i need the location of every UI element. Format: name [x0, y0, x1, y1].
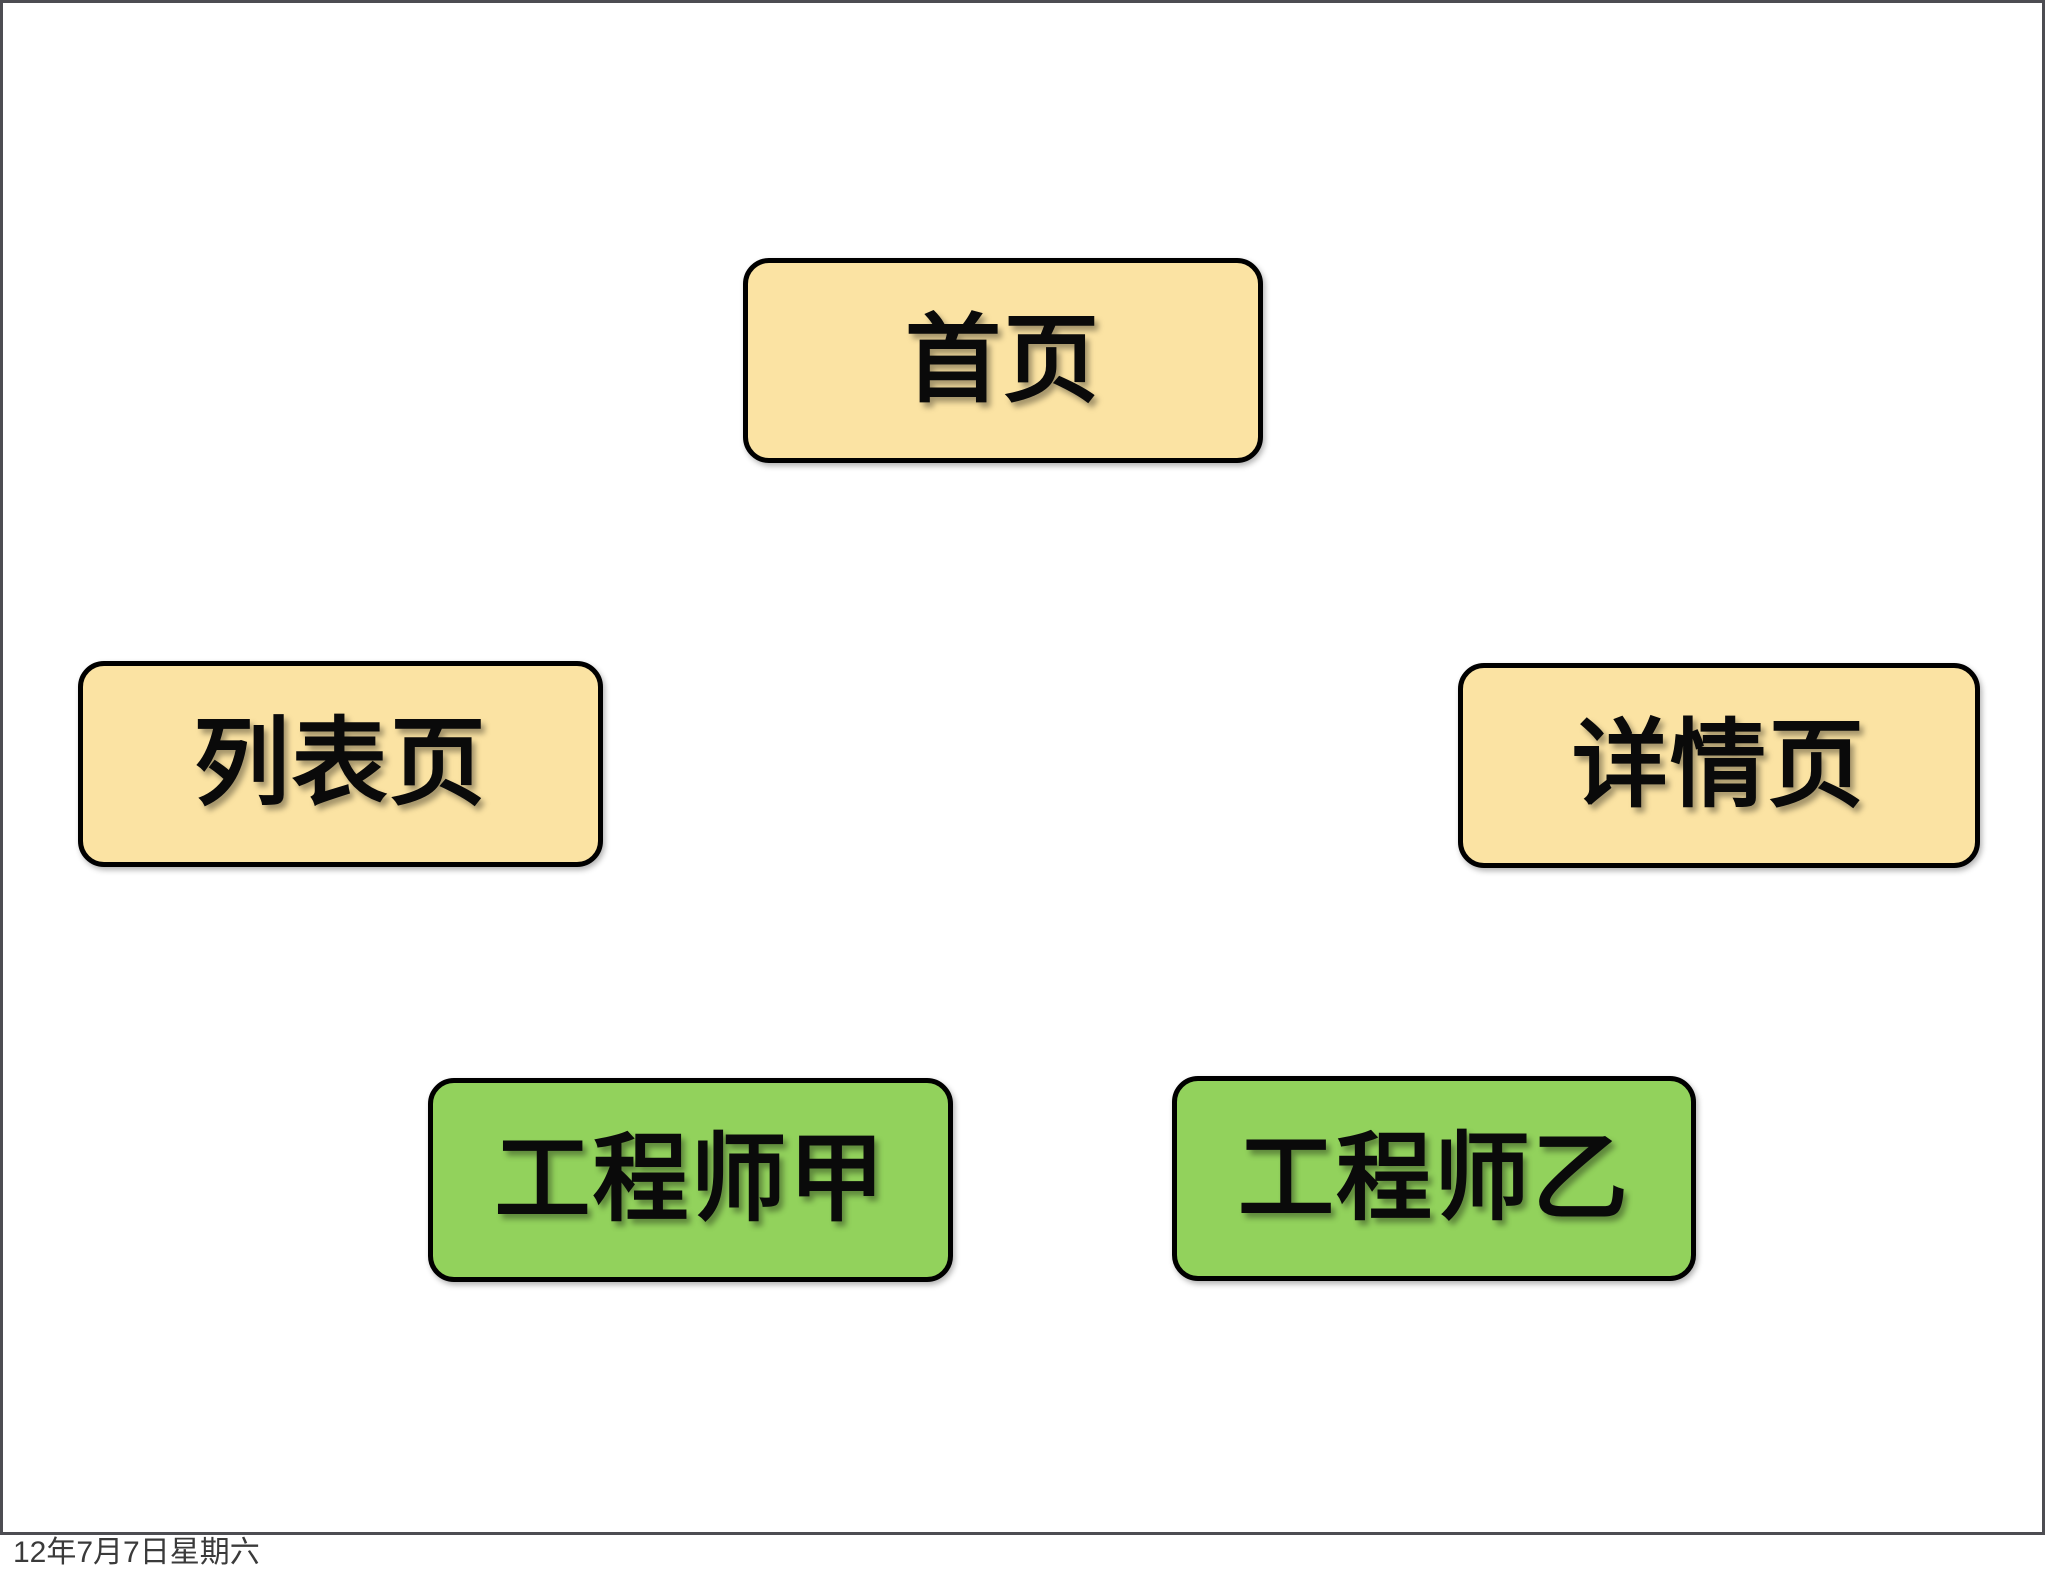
node-engineer-a-label: 工程师甲 [494, 1126, 887, 1233]
node-detail-page-label: 详情页 [1572, 711, 1866, 819]
slide-frame: 首页 列表页 详情页 工程师甲 工程师乙 [0, 0, 2045, 1535]
node-engineer-b-label: 工程师乙 [1238, 1124, 1630, 1232]
slide-date-caption: 12年7月7日星期六 [13, 1536, 260, 1569]
node-engineer-b: 工程师乙 [1172, 1076, 1696, 1281]
node-engineer-a: 工程师甲 [428, 1078, 953, 1282]
node-list-page: 列表页 [78, 661, 603, 867]
node-detail-page: 详情页 [1458, 663, 1980, 868]
node-home-page-label: 首页 [905, 306, 1101, 414]
node-list-page-label: 列表页 [193, 710, 488, 817]
node-home-page: 首页 [743, 258, 1263, 463]
